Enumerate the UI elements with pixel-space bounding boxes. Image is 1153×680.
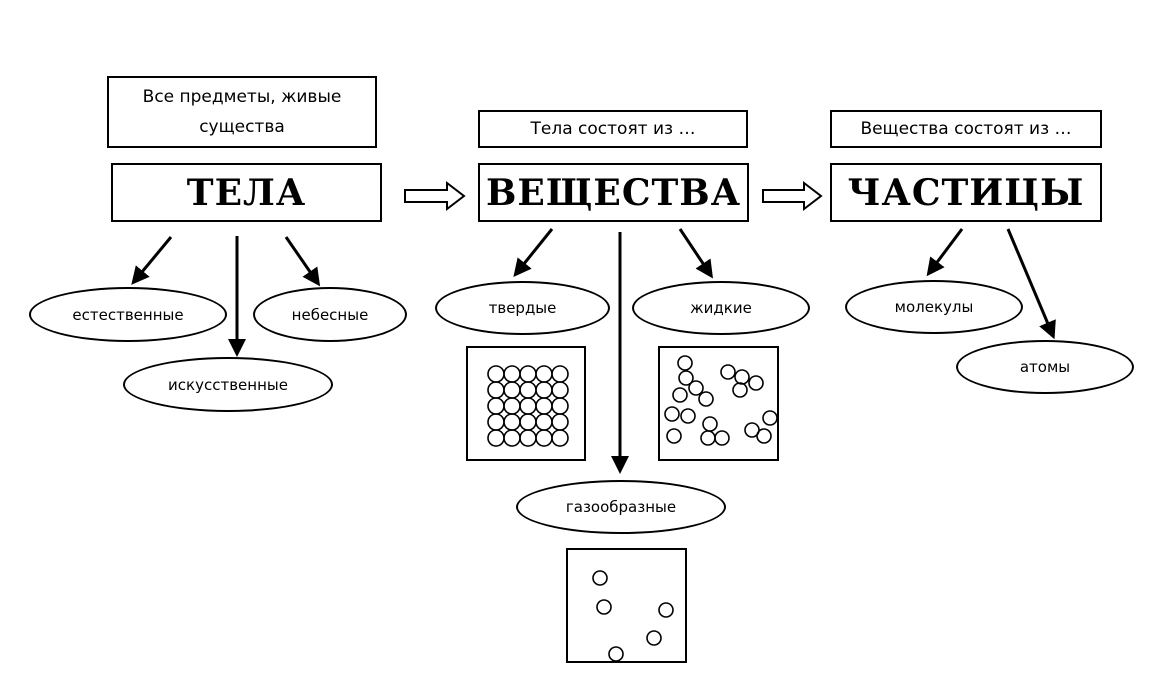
gas-particles	[592, 570, 674, 661]
arrow-veshchestva-tverdye	[513, 228, 554, 278]
liquid-particles	[664, 355, 777, 446]
oval-gazoobraznye-label: газообразные	[565, 498, 677, 516]
liquid-particles-square	[658, 346, 779, 461]
oval-gazoobraznye: газообразные	[516, 480, 726, 534]
hollow-arrow-tela-veshchestva	[404, 180, 466, 212]
title-chastitsy: ЧАСТИЦЫ	[830, 163, 1102, 222]
title-tela: ТЕЛА	[111, 163, 382, 222]
title-veshchestva: ВЕЩЕСТВА	[478, 163, 749, 222]
hollow-arrow-veshchestva-chastitsy	[762, 180, 823, 212]
oval-estestvennye-label: естественные	[72, 305, 184, 324]
arrow-chastitsy-molekuly	[926, 228, 964, 277]
oval-iskusstvennye-label: искусственные	[168, 375, 288, 394]
solid-particles	[487, 365, 569, 447]
note-veshchestva-text: Тела состоят из …	[530, 119, 696, 139]
arrow-chastitsy-atomy	[1006, 228, 1056, 340]
gas-particles-square	[566, 548, 687, 663]
note-chastitsy: Вещества состоят из …	[830, 110, 1102, 148]
title-veshchestva-text: ВЕЩЕСТВА	[485, 171, 742, 214]
oval-iskusstvennye: искусственные	[123, 357, 333, 412]
note-tela-text: Все предметы, живые существа	[142, 87, 342, 137]
oval-atomy: атомы	[956, 340, 1134, 394]
note-chastitsy-text: Вещества состоят из …	[860, 119, 1072, 139]
oval-molekuly-label: молекулы	[894, 298, 974, 316]
oval-tverdye: твердые	[435, 281, 610, 335]
arrow-tela-estestvennye	[131, 236, 173, 285]
solid-particles-square	[466, 346, 586, 461]
oval-atomy-label: атомы	[1019, 358, 1071, 376]
oval-nebesnye-label: небесные	[291, 305, 369, 324]
oval-nebesnye: небесные	[253, 287, 407, 342]
title-tela-text: ТЕЛА	[186, 171, 307, 214]
oval-tverdye-label: твердые	[488, 299, 557, 317]
title-chastitsy-text: ЧАСТИЦЫ	[847, 171, 1085, 214]
oval-molekuly: молекулы	[845, 280, 1023, 334]
oval-zhidkie-label: жидкие	[690, 299, 752, 317]
oval-zhidkie: жидкие	[632, 281, 810, 335]
note-tela: Все предметы, живые существа	[107, 76, 377, 148]
arrow-veshchestva-zhidkie	[678, 228, 713, 279]
arrow-tela-nebesnye	[284, 236, 321, 287]
oval-estestvennye: естественные	[29, 287, 227, 342]
note-veshchestva: Тела состоят из …	[478, 110, 748, 148]
